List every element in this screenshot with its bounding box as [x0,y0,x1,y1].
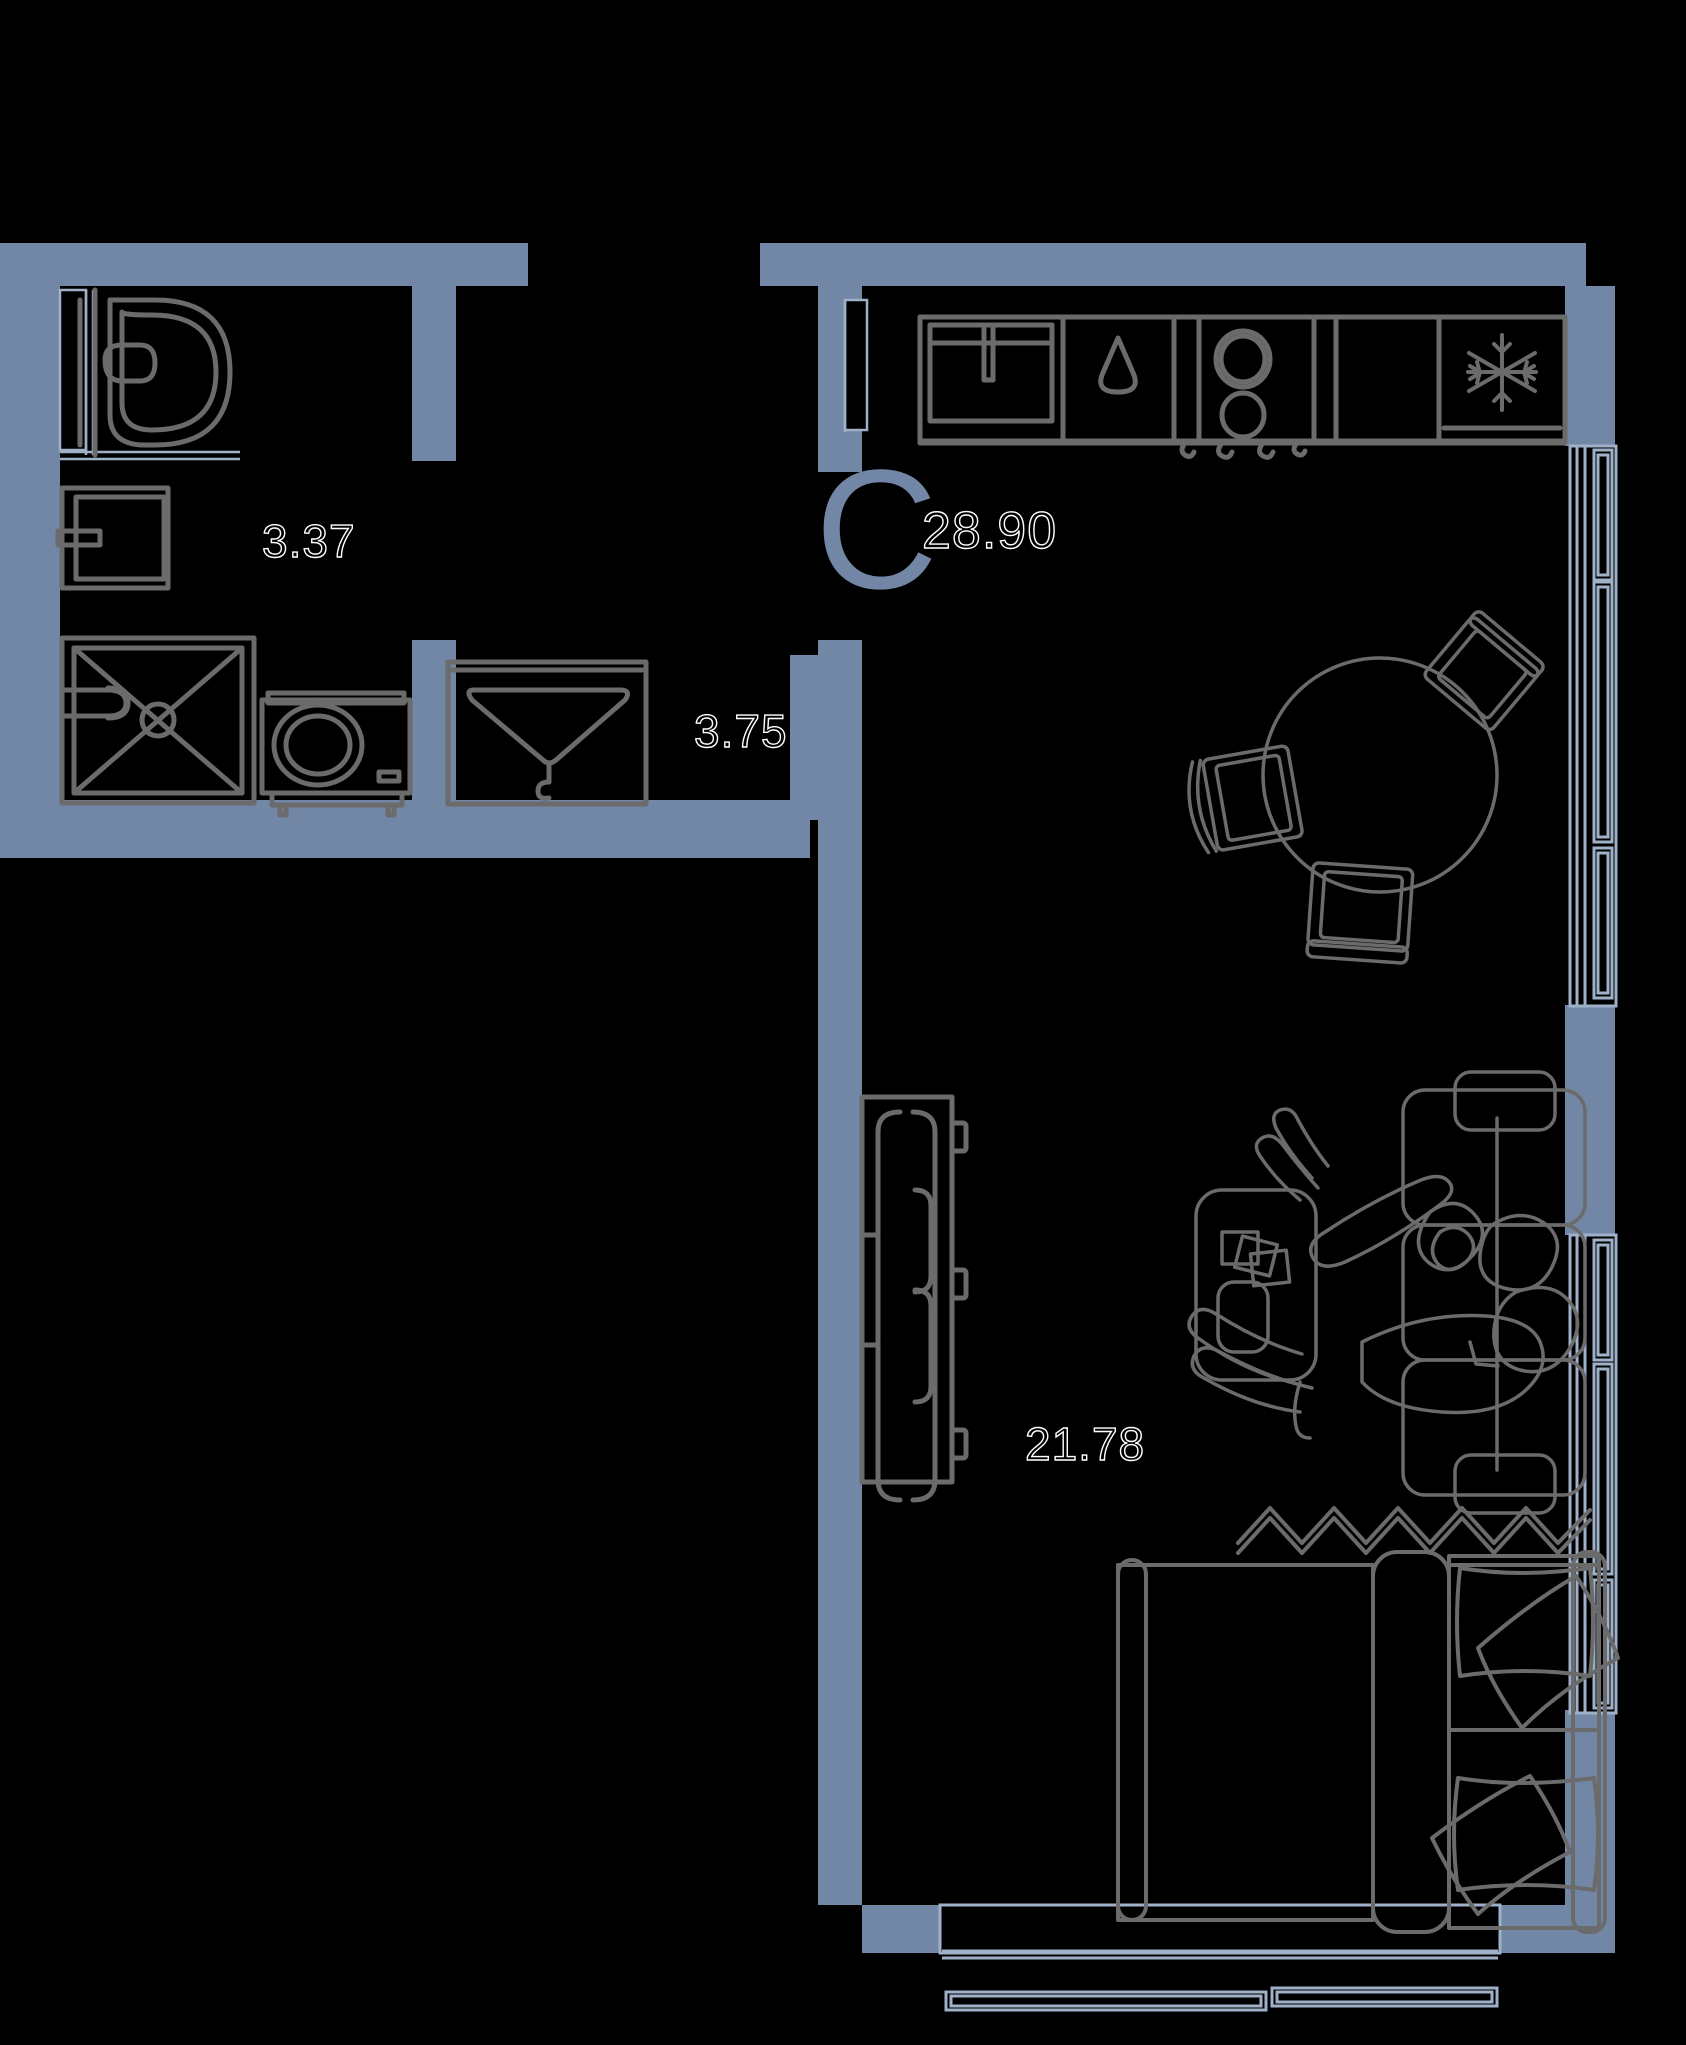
dishwasher-fixture [1060,314,1177,444]
pillow-fixture [1455,1566,1620,1730]
washing-machine-fixture [259,690,413,818]
kitchen-sink-fixture [917,314,1066,444]
wardrobe-fixture [859,1094,969,1503]
cooktop-fixture [1171,314,1317,460]
wall-bathroom-right-upper [412,286,456,461]
shower-tray-fixture [59,635,257,806]
dining-chair-fixture [1187,744,1304,855]
room-area-bathroom: 3.37 [262,515,356,567]
wall-right-exterior-mid [1565,1005,1615,1235]
entry-door [843,298,869,432]
snowflake-icon [1466,333,1538,412]
window-bottom [938,1903,1502,2012]
bathroom-fixtures [55,287,413,818]
windows-group [938,444,1618,2012]
person-figure [1187,1107,1580,1440]
dining-set [1187,610,1545,965]
bed-fixture [1116,1550,1607,1934]
room-area-living: 21.78 [1025,1418,1145,1470]
closet-fixtures [445,659,649,807]
dining-chair-fixture [1305,861,1415,965]
labels-group: С 28.90 3.37 3.75 21.78 [261,435,1145,1471]
total-area-symbol: С [815,435,938,625]
wall-top-left [0,243,528,286]
refrigerator-fixture [1436,314,1568,444]
wall-bathroom-bottom [0,800,810,858]
bed-area [1116,1506,1620,1934]
wall-right-exterior-top [1565,286,1615,446]
rug-zigzag-fixture [1236,1506,1592,1555]
toilet-fixture [77,287,233,458]
total-area-value: 28.90 [922,502,1057,560]
wall-closet-right [790,655,822,820]
pillow-fixture [1430,1774,1600,1916]
dining-chair-fixture [1423,610,1545,732]
wall-bottom-left [862,1905,940,1953]
kitchen-cabinet2-fixture [1333,314,1442,444]
sink-fixture [55,485,171,591]
kitchen-fixtures [917,314,1568,460]
wall-top-right [760,243,1586,286]
wall-left-exterior [0,243,60,843]
living-area-furniture [1187,1070,1587,1515]
kitchen-cabinet-fixture [1311,314,1339,444]
walls-group [0,243,1615,1953]
room-area-closet: 3.75 [694,705,788,757]
doors-group [58,288,869,461]
wall-interior-vertical [818,640,862,1905]
wardrobe-hanger-fixture [445,659,649,807]
dining-table-fixture [1261,656,1499,894]
window-right-upper [1568,444,1618,1008]
